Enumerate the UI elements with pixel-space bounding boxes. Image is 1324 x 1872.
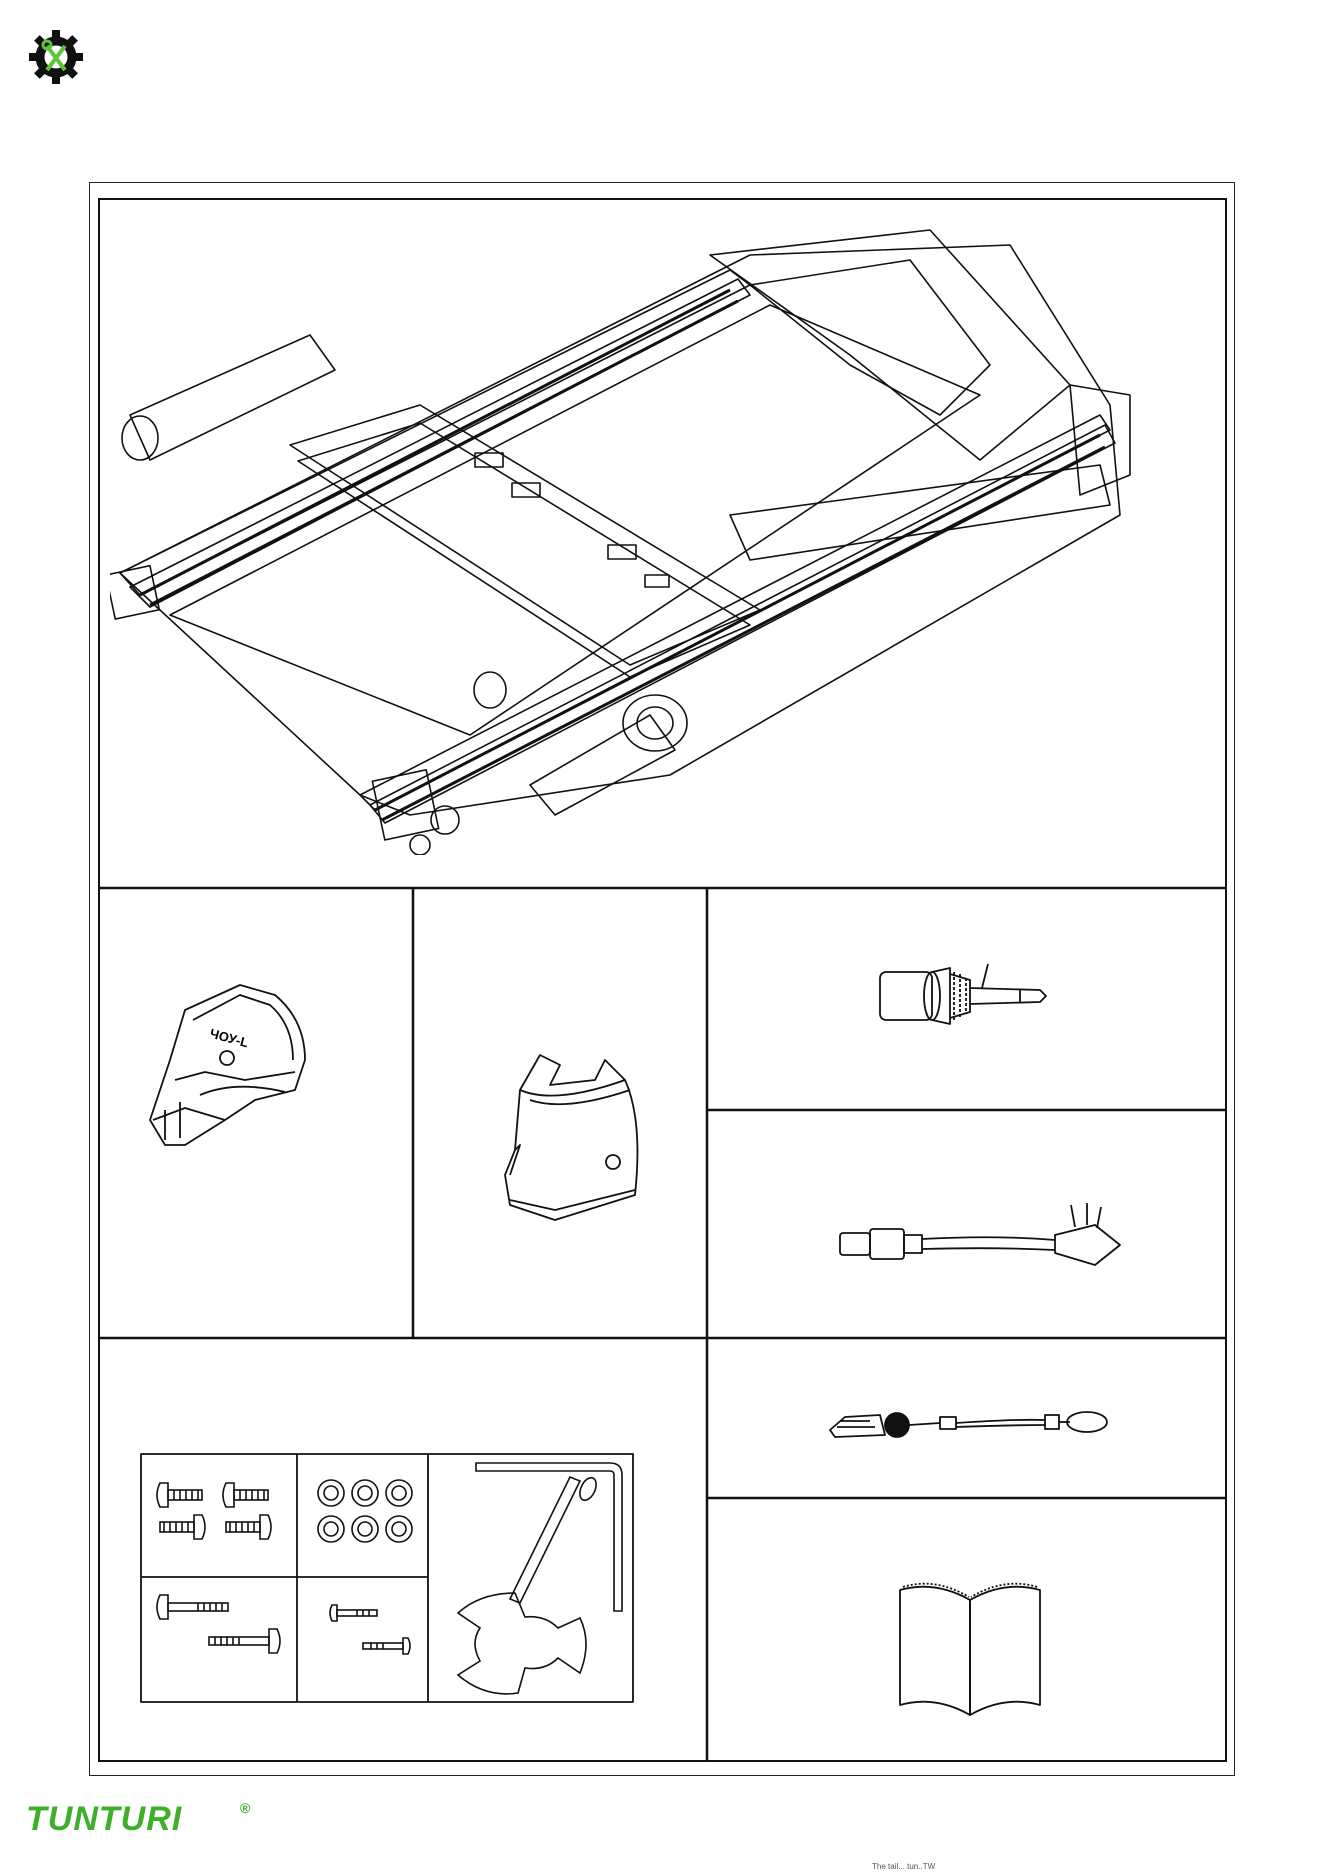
right-side-cover-icon (495, 1050, 655, 1230)
brand-logo: TUNTURI (26, 1800, 182, 1839)
bolt-set-long (157, 1595, 280, 1653)
lubricant-bottle-icon (870, 960, 1060, 1030)
tools (458, 1463, 622, 1694)
treadmill-frame-icon (110, 215, 1210, 855)
left-side-cover-icon: ЧОУ-L (145, 980, 335, 1165)
cover-label: ЧОУ-L (208, 1026, 250, 1051)
power-cord-icon (835, 1195, 1135, 1275)
brand-name: TUNTURI (26, 1800, 182, 1838)
hardware-kit-icon (140, 1453, 634, 1703)
washer-set (318, 1480, 412, 1542)
safety-key-icon (825, 1395, 1115, 1455)
manual-book-icon (895, 1575, 1045, 1720)
footer-text: The tail... tun..TW (872, 1862, 935, 1871)
screw-set (330, 1605, 410, 1654)
registered-mark: ® (240, 1800, 250, 1816)
bolt-set-short (157, 1483, 271, 1539)
